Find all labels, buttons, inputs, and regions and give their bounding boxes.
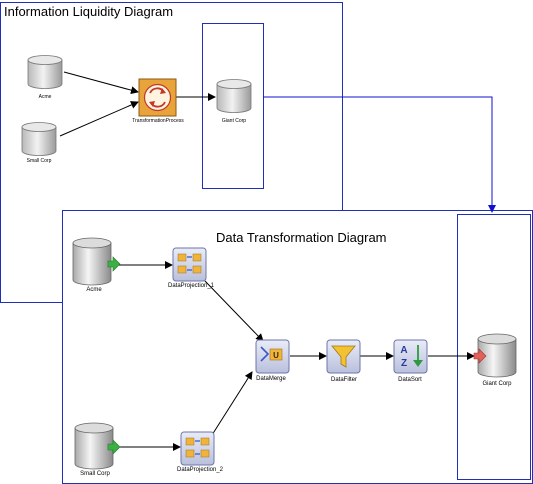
sort-label: DataSort: [398, 377, 422, 383]
liquidity-giantcorp-label: Giant Corp: [221, 118, 247, 124]
data-projection-2-icon[interactable]: [180, 431, 215, 466]
liquidity-acme-database-icon[interactable]: [27, 55, 63, 89]
liquidity-smallcorp-database-icon[interactable]: [21, 122, 57, 156]
transformation-giantcorp-label: Giant Corp: [482, 381, 512, 387]
red-arrow-output-icon: [473, 348, 487, 364]
transformation-smallcorp-database-icon[interactable]: [74, 422, 121, 470]
liquidity-smallcorp-label: Small Corp: [26, 158, 52, 164]
merge-label: DataMerge: [256, 376, 286, 382]
az-sort-icon[interactable]: A Z: [393, 339, 428, 374]
liquidity-giantcorp-database-icon[interactable]: [216, 79, 252, 113]
liquidity-diagram-title: Information Liquidity Diagram: [4, 4, 174, 19]
transformation-diagram-frame: [62, 210, 533, 484]
filter-label: DataFilter: [330, 377, 358, 383]
transformation-giantcorp-database-icon[interactable]: [473, 333, 517, 378]
liquidity-transformation-label: TransformationProcess: [132, 118, 184, 124]
transformation-smallcorp-label: Small Corp: [80, 471, 110, 477]
transformation-acme-database-icon[interactable]: [72, 237, 121, 286]
link-projection1-to-merge[interactable]: [204, 280, 264, 342]
data-merge-icon[interactable]: U: [255, 339, 290, 374]
liquidity-acme-label: Acme: [38, 94, 52, 100]
transformation-diagram-title: Data Transformation Diagram: [216, 230, 387, 245]
link-projection2-to-merge[interactable]: [211, 371, 253, 436]
transformation-process-icon[interactable]: [138, 78, 177, 117]
data-projection-1-icon[interactable]: [172, 247, 207, 282]
svg-text:Z: Z: [401, 358, 407, 369]
link-smallcorp-to-transformation[interactable]: [59, 101, 139, 137]
projection-1-label: DataProjection_1: [167, 283, 215, 289]
transformation-giant-corp-lane: [457, 214, 531, 480]
svg-text:A: A: [400, 345, 407, 356]
liquidity-giant-corp-lane: [202, 23, 264, 189]
green-arrow-input-icon: [107, 256, 121, 272]
green-arrow-input-icon: [107, 439, 121, 455]
link-acme-to-transformation[interactable]: [63, 71, 139, 95]
link-liquidity-to-transformation-diagram[interactable]: [263, 96, 496, 213]
funnel-filter-icon[interactable]: [326, 339, 361, 374]
svg-text:U: U: [273, 351, 279, 360]
projection-2-label: DataProjection_2: [176, 467, 224, 473]
transformation-acme-label: Acme: [86, 287, 102, 293]
